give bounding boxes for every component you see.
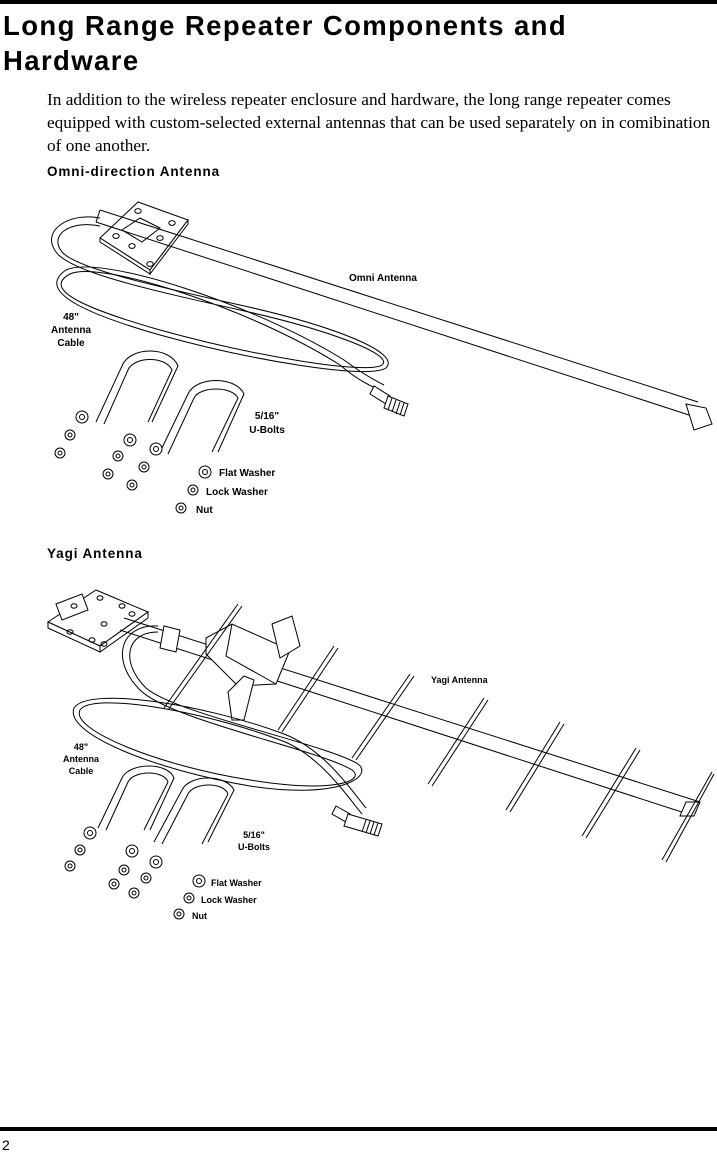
yagi-cable-label-line2: Antenna [63, 754, 100, 764]
omni-mounting-bracket [99, 201, 189, 276]
omni-antenna-cable [51, 216, 385, 391]
yagi-lock-washer-label: Lock Washer [201, 895, 257, 905]
yagi-nut-label: Nut [192, 911, 207, 921]
yagi-antenna-cable [78, 625, 363, 815]
omni-u-bolts [95, 350, 245, 455]
yagi-heading: Yagi Antenna [47, 546, 143, 561]
intro-paragraph: In addition to the wireless repeater enc… [47, 90, 711, 155]
yagi-hardware-legend [173, 874, 206, 920]
omni-ubolt-label-line2: U-Bolts [249, 425, 285, 436]
bottom-rule [0, 1127, 717, 1131]
omni-flat-washer-label: Flat Washer [219, 468, 275, 479]
omni-antenna-figure: Omni Antenna 48" Antenna Cable 5/16" U-B… [51, 201, 713, 516]
section-title: Long Range Repeater Components and Hardw… [3, 10, 568, 76]
yagi-ubolt-label-line1: 5/16" [243, 830, 265, 840]
omni-antenna-mast [95, 209, 713, 431]
yagi-antenna-figure: Yagi Antenna 48" Antenna Cable 5/16" U-B… [46, 589, 715, 921]
omni-cable-connector [369, 385, 409, 417]
omni-nut-label: Nut [196, 505, 213, 516]
yagi-antenna-label: Yagi Antenna [431, 675, 489, 685]
yagi-hardware-set [64, 826, 163, 899]
omni-hardware-legend [175, 465, 212, 514]
omni-cable-label-line3: Cable [57, 338, 85, 349]
omni-lock-washer-label: Lock Washer [206, 487, 268, 498]
yagi-antenna-elements [163, 603, 715, 863]
omni-antenna-label: Omni Antenna [349, 273, 417, 284]
omni-cable-label-line2: Antenna [51, 325, 91, 336]
yagi-cable-connector [331, 805, 383, 837]
page-number: 2 [2, 1137, 10, 1153]
omni-cable-label-line1: 48" [63, 312, 79, 323]
yagi-driven-element [159, 615, 301, 721]
yagi-cable-label-line1: 48" [74, 742, 88, 752]
yagi-cable-label-line3: Cable [69, 766, 94, 776]
yagi-ubolt-label-line2: U-Bolts [238, 842, 270, 852]
omni-ubolt-label-line1: 5/16" [255, 411, 279, 422]
omni-hardware-set [54, 410, 163, 491]
yagi-flat-washer-label: Flat Washer [211, 878, 262, 888]
yagi-u-bolts [97, 765, 235, 845]
top-rule [0, 0, 717, 4]
omni-heading: Omni-direction Antenna [47, 164, 221, 179]
